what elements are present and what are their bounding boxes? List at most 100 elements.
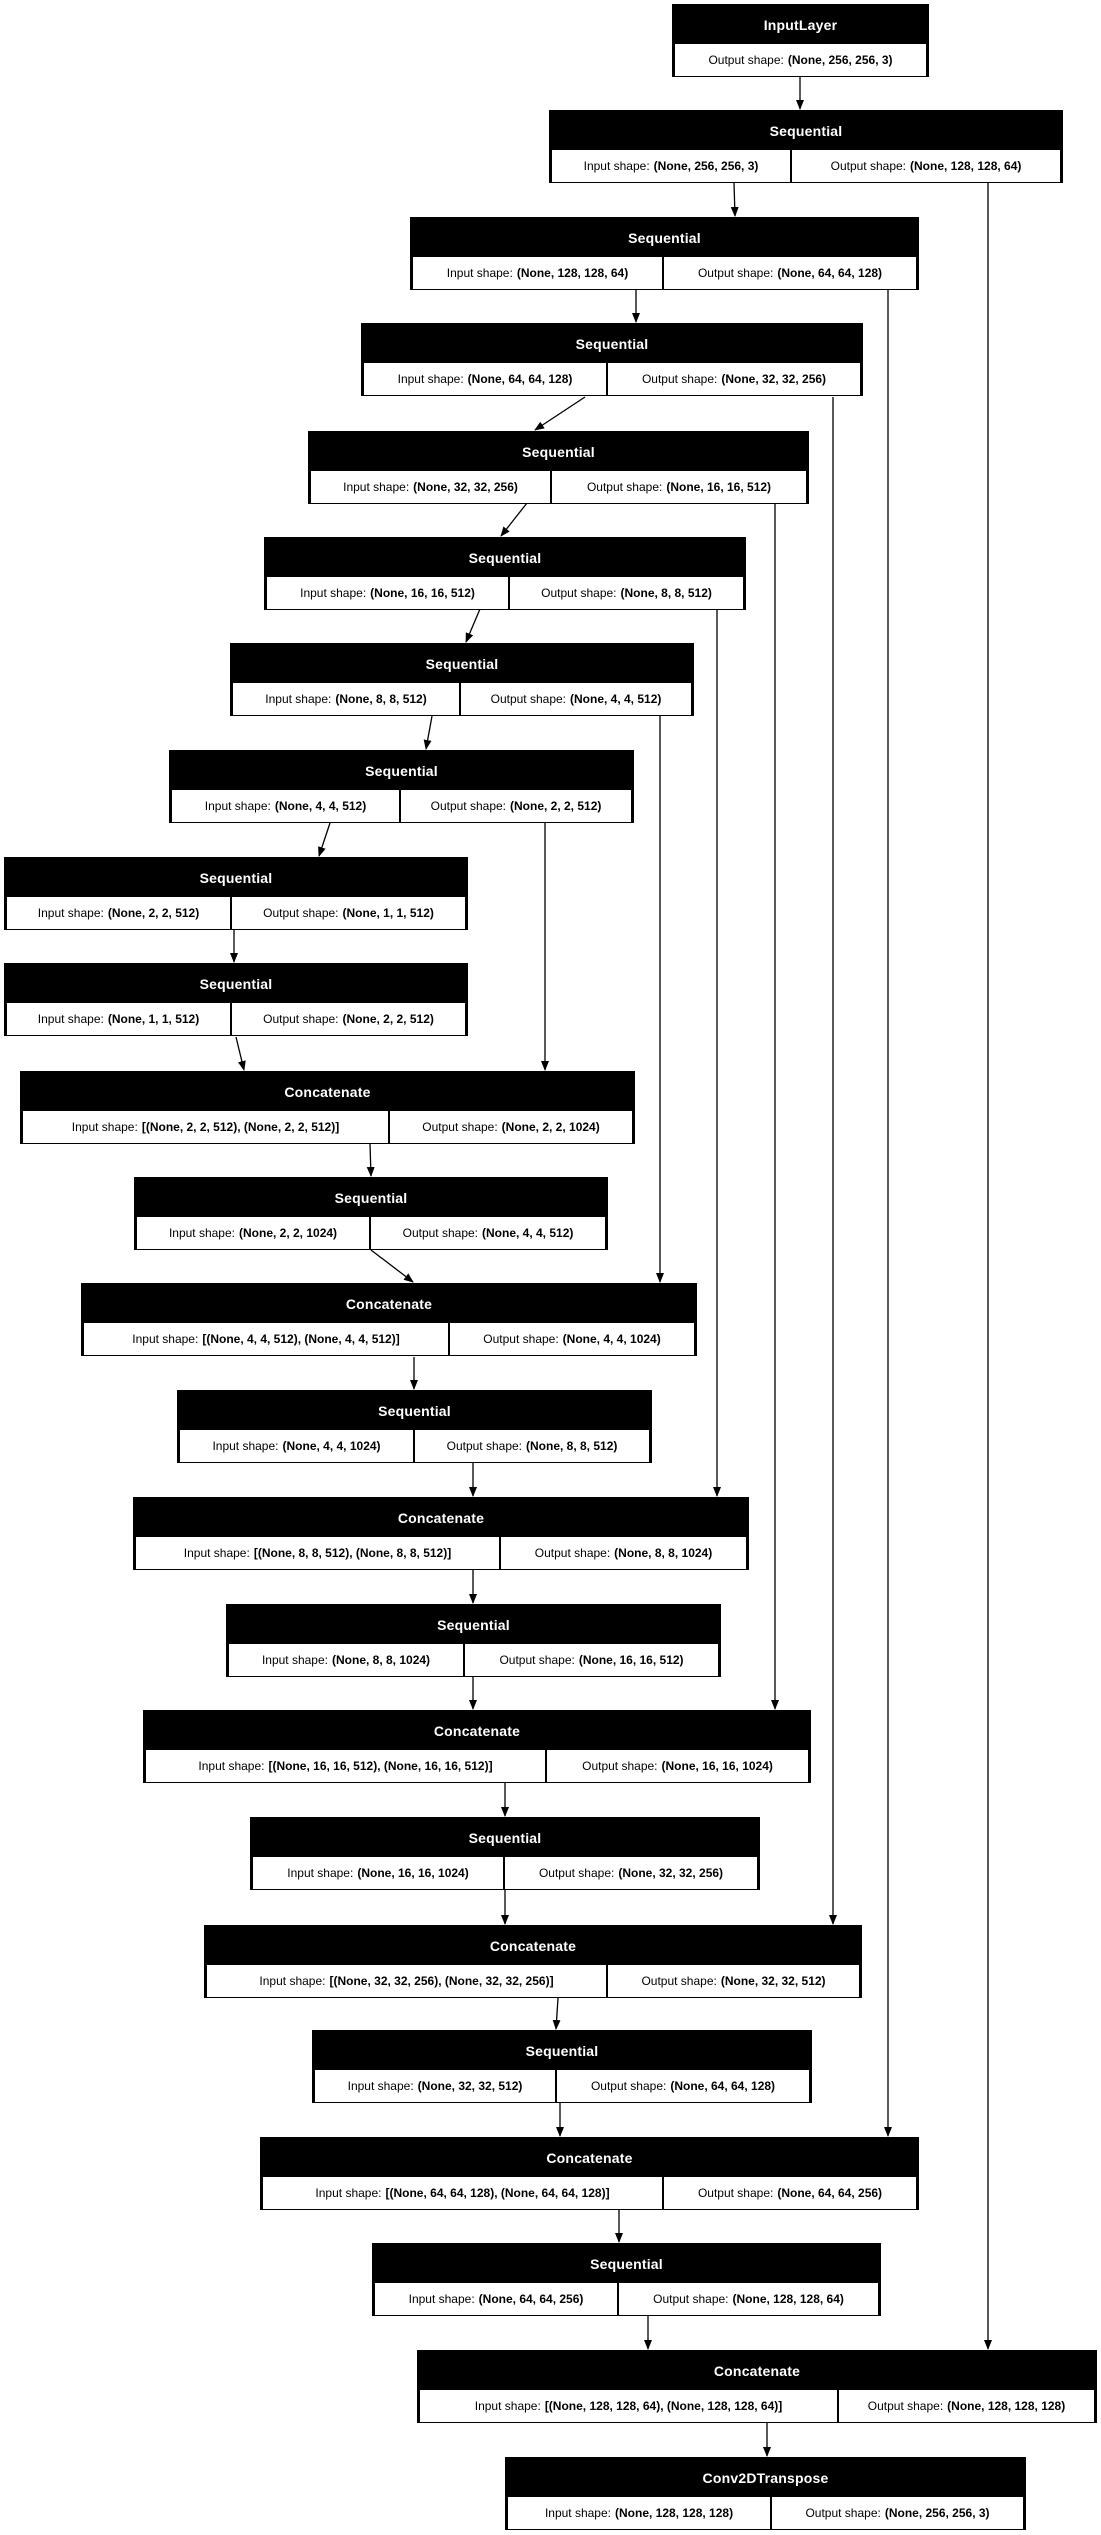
input-shape-cell-value: (None, 4, 4, 512)	[274, 799, 367, 813]
shape-row: Input shape:[(None, 64, 64, 128), (None,…	[263, 2177, 916, 2209]
layer-type-label: Conv2DTranspose	[702, 2469, 829, 2486]
output-shape-cell-label: Output shape:	[263, 906, 339, 920]
flow-edge	[500, 502, 528, 537]
input-shape-cell-value: (None, 8, 8, 1024)	[332, 1653, 431, 1667]
output-shape-cell-label: Output shape:	[653, 2292, 729, 2306]
input-shape-cell-value: [(None, 8, 8, 512), (None, 8, 8, 512)]	[253, 1546, 452, 1560]
input-shape-cell: Input shape:[(None, 4, 4, 512), (None, 4…	[84, 1323, 448, 1355]
layer-type-label: Sequential	[468, 1829, 542, 1846]
output-shape-cell: Output shape:(None, 4, 4, 1024)	[450, 1323, 694, 1355]
input-shape-cell-label: Input shape:	[474, 2399, 541, 2413]
input-shape-cell-label: Input shape:	[183, 1546, 250, 1560]
output-shape-cell: Output shape:(None, 32, 32, 256)	[505, 1857, 757, 1889]
output-shape-cell: Output shape:(None, 128, 128, 64)	[619, 2283, 878, 2315]
output-shape-cell-label: Output shape:	[402, 1226, 478, 1240]
input-shape-cell: Input shape:(None, 64, 64, 128)	[364, 363, 606, 395]
shape-row: Input shape:(None, 2, 2, 512)Output shap…	[7, 897, 465, 929]
input-shape-cell-value: [(None, 16, 16, 512), (None, 16, 16, 512…	[268, 1759, 493, 1773]
flow-edge	[318, 822, 331, 857]
output-shape-cell-value: (None, 32, 32, 512)	[720, 1974, 826, 1988]
input-shape-cell-label: Input shape:	[259, 1974, 326, 1988]
output-shape-cell-label: Output shape:	[697, 2186, 774, 2200]
input-shape-cell-value: (None, 128, 128, 64)	[516, 266, 629, 280]
output-shape-cell: Output shape:(None, 4, 4, 512)	[461, 683, 691, 715]
input-shape-cell: Input shape:(None, 8, 8, 512)	[233, 683, 459, 715]
shape-row: Input shape:(None, 128, 128, 64)Output s…	[413, 257, 916, 289]
output-shape-cell-value: (None, 64, 64, 128)	[670, 2079, 776, 2093]
output-shape-cell: Output shape:(None, 1, 1, 512)	[232, 897, 465, 929]
shape-row: Input shape:(None, 4, 4, 1024) Output sha…	[180, 1430, 649, 1462]
layer-type-label: InputLayer	[763, 16, 838, 33]
shape-row: Input shape:[(None, 32, 32, 256), (None,…	[207, 1965, 859, 1997]
shape-row: Input shape:(None, 256, 256, 3)Output sh…	[552, 150, 1060, 182]
input-shape-cell-label: Input shape:	[132, 1332, 199, 1346]
output-shape-cell: Output shape: (None, 8, 8, 512)	[415, 1430, 649, 1462]
input-shape-cell-value: (None, 16, 16, 1024)	[357, 1866, 469, 1880]
output-shape-cell: Output shape:(None, 32, 32, 256)	[608, 363, 860, 395]
output-shape-cell-value: (None, 256, 256, 3)	[787, 53, 893, 67]
input-shape-cell-value: (None, 32, 32, 512)	[417, 2079, 523, 2093]
output-shape-cell: Output shape:(None, 8, 8, 1024)	[501, 1537, 746, 1569]
output-shape-cell-value: (None, 64, 64, 256)	[777, 2186, 883, 2200]
layer-type-label: Concatenate	[397, 1509, 485, 1526]
output-shape-cell: Output shape:(None, 16, 16, 1024)	[547, 1750, 808, 1782]
input-shape-cell-value: [(None, 2, 2, 512), (None, 2, 2, 512)]	[141, 1120, 340, 1134]
input-shape-cell-value: (None, 8, 8, 512)	[335, 692, 427, 706]
input-shape-cell-value: (None, 16, 16, 512)	[370, 586, 475, 600]
input-shape-cell: Input shape:[(None, 2, 2, 512), (None, 2…	[23, 1111, 388, 1143]
output-shape-cell-label: Output shape:	[263, 1012, 339, 1026]
output-shape-cell: Output shape:(None, 64, 64, 128)	[664, 257, 916, 289]
input-shape-cell-value: (None, 4, 4, 1024)	[282, 1439, 381, 1453]
layer-type-label: Concatenate	[713, 2362, 801, 2379]
output-shape-cell: Output shape:(None, 256, 256, 3)	[675, 44, 926, 76]
output-shape-cell-label: Output shape:	[499, 1653, 575, 1667]
input-shape-cell: Input shape:(None, 64, 64, 256)	[375, 2283, 617, 2315]
input-shape-cell-label: Input shape:	[583, 159, 650, 173]
layer-type-label: Sequential	[468, 549, 542, 566]
output-shape-cell-label: Output shape:	[708, 53, 784, 67]
shape-row: Output shape:(None, 256, 256, 3)	[675, 44, 926, 76]
input-shape-cell-label: Input shape:	[71, 1120, 138, 1134]
output-shape-cell-value: (None, 16, 16, 512)	[666, 480, 772, 494]
output-shape-cell-value: (None, 16, 16, 512)	[578, 1653, 684, 1667]
layer-type-label: Sequential	[334, 1189, 408, 1206]
output-shape-cell-value: (None, 16, 16, 1024)	[661, 1759, 773, 1773]
shape-row: Input shape:(None, 64, 64, 128)Output sh…	[364, 363, 860, 395]
output-shape-cell: Output shape:(None, 16, 16, 512)	[465, 1644, 718, 1676]
layer-type-label: Sequential	[365, 762, 438, 779]
shape-row: Input shape:[(None, 4, 4, 512), (None, 4…	[84, 1323, 694, 1355]
output-shape-cell: Output shape:(None, 64, 64, 256)	[664, 2177, 916, 2209]
output-shape-cell-value: (None, 8, 8, 512)	[526, 1439, 618, 1453]
output-shape-cell-label: Output shape:	[641, 372, 718, 386]
input-shape-cell-label: Input shape:	[212, 1439, 279, 1453]
layer-type-label: Concatenate	[489, 1937, 577, 1954]
input-shape-cell-label: Input shape:	[204, 799, 271, 813]
output-shape-cell: Output shape:(None, 16, 16, 512)	[552, 471, 806, 503]
shape-row: Input shape:[(None, 16, 16, 512), (None,…	[146, 1750, 808, 1782]
input-shape-cell-value: (None, 64, 64, 256)	[478, 2292, 584, 2306]
output-shape-cell-value: (None, 8, 8, 512)	[620, 586, 712, 600]
output-shape-cell-label: Output shape:	[446, 1439, 522, 1453]
input-shape-cell: Input shape:(None, 1, 1, 512)	[7, 1003, 230, 1035]
flow-edge	[730, 182, 739, 217]
output-shape-cell-label: Output shape:	[430, 799, 506, 813]
input-shape-cell: Input shape:(None, 32, 32, 256)	[311, 471, 550, 503]
input-shape-cell-value: [(None, 32, 32, 256), (None, 32, 32, 256…	[329, 1974, 554, 1988]
output-shape-cell: Output shape:(None, 32, 32, 512)	[608, 1965, 859, 1997]
layer-type-label: Sequential	[769, 122, 843, 139]
layer-type-label: Concatenate	[345, 1295, 433, 1312]
layer-type-label: Sequential	[628, 229, 701, 246]
output-shape-cell-label: Output shape:	[697, 266, 774, 280]
shape-row: Input shape:(None, 1, 1, 512) Output shap…	[7, 1003, 465, 1035]
output-shape-cell: Output shape:(None, 128, 128, 64)	[792, 150, 1060, 182]
input-shape-cell: Input shape:[(None, 8, 8, 512), (None, 8…	[136, 1537, 499, 1569]
input-shape-cell-value: (None, 2, 2, 512)	[107, 906, 200, 920]
